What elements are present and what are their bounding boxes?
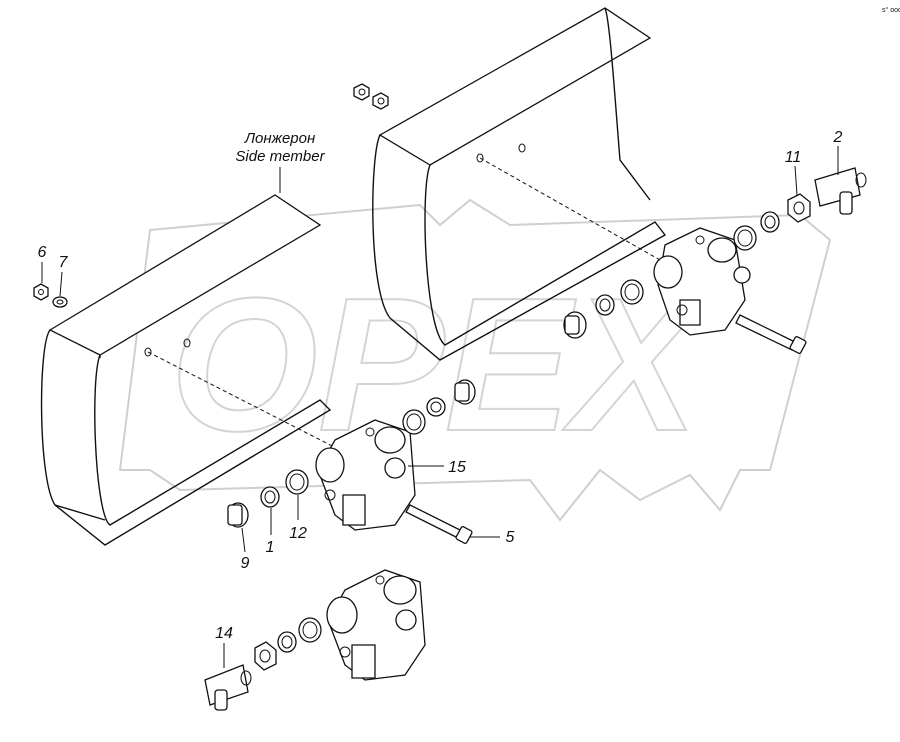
callout-1: 1	[266, 508, 275, 556]
side-member-caption-en: Side member	[235, 148, 325, 165]
callout-label: 9	[241, 555, 250, 572]
callout-label: 1	[266, 539, 275, 556]
valve-lower	[326, 569, 426, 681]
callout-11: 11	[785, 149, 802, 196]
callout-label: 14	[215, 625, 233, 642]
bolts	[405, 314, 807, 544]
callout-14: 14	[215, 625, 233, 668]
side-member-caption-ru: Лонжерон	[244, 130, 315, 147]
valve-upper-right	[653, 227, 751, 336]
callout-label: 15	[448, 459, 466, 476]
valve-middle	[315, 419, 416, 531]
corner-mark: s° ooo	[882, 6, 900, 14]
callout-12: 12	[289, 495, 307, 542]
callout-label: 6	[38, 244, 47, 261]
nut-washer-6-7	[33, 283, 68, 308]
callout-label: 12	[289, 525, 307, 542]
callout-label: 5	[506, 529, 515, 546]
callout-5: 5	[470, 529, 515, 546]
callout-15: 15	[408, 459, 466, 476]
side-member-left	[40, 194, 341, 546]
callout-label: 7	[59, 254, 69, 271]
callout-2: 2	[833, 129, 843, 175]
fittings-mid	[402, 279, 644, 435]
callout-label: 2	[833, 129, 843, 146]
callout-7: 7	[59, 254, 69, 297]
fittings-lower	[204, 617, 322, 711]
side-member-right	[372, 7, 667, 361]
callout-9: 9	[241, 527, 250, 572]
callout-label: 11	[785, 149, 802, 166]
fittings-upper-right	[733, 167, 867, 251]
fittings-lower-left	[227, 469, 309, 528]
callout-6: 6	[38, 244, 47, 283]
top-nuts	[353, 83, 389, 110]
